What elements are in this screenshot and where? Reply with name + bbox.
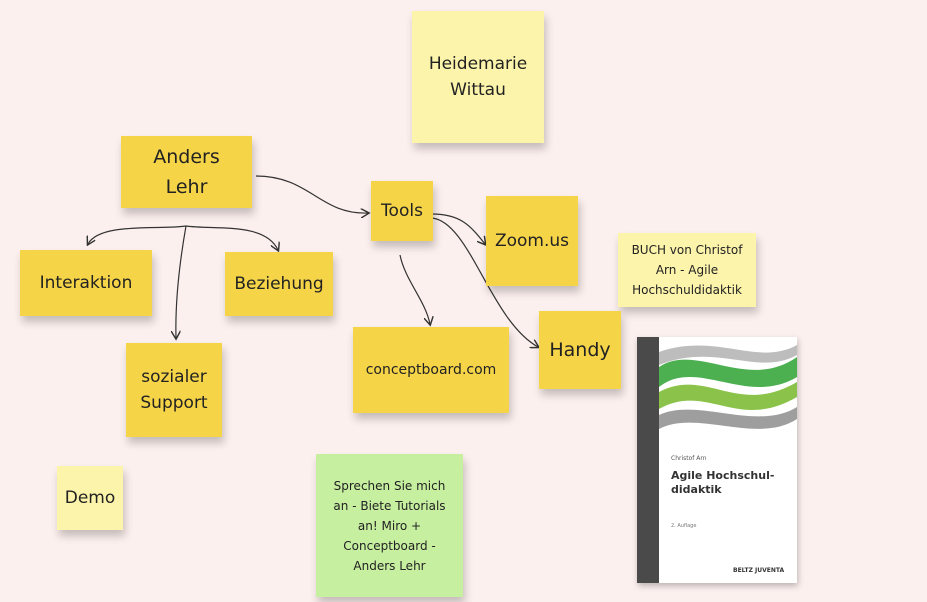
book-publisher: BELTZ JUVENTA <box>733 567 785 574</box>
connector-anderslehr-beziehung <box>185 225 278 250</box>
sticky-note-anders-lehr[interactable]: Anders Lehr <box>121 136 252 208</box>
book-title: Agile Hochschul-didaktik <box>671 469 775 496</box>
sticky-note-text: Interaktion <box>39 273 133 293</box>
sticky-note-text: conceptboard.com <box>365 362 497 378</box>
sticky-note-heidemarie[interactable]: Heidemarie Wittau <box>412 11 544 143</box>
sticky-note-interaktion[interactable]: Interaktion <box>20 250 152 316</box>
sticky-note-text: Heidemarie Wittau <box>428 54 528 100</box>
sticky-note-zoom[interactable]: Zoom.us <box>486 196 578 286</box>
sticky-note-text: BUCH von Christof Arn - Agile Hochschuld… <box>631 243 743 297</box>
connector-anderslehr-sozialer <box>176 225 187 338</box>
sticky-note-text: Zoom.us <box>494 231 570 251</box>
connector-anderslehr-interaktion <box>88 225 187 244</box>
sticky-note-sprechen[interactable]: Sprechen Sie mich an - Biete Tutorials a… <box>316 454 463 597</box>
sticky-note-text: Demo <box>64 488 116 508</box>
sticky-note-text: Sprechen Sie mich an - Biete Tutorials a… <box>333 478 446 573</box>
book-cover-waves <box>659 345 797 429</box>
connector-anderslehr-tools <box>255 175 368 213</box>
connector-tools-conceptboard <box>399 254 430 324</box>
sticky-note-handy[interactable]: Handy <box>539 311 621 389</box>
book-edition: 2. Auflage <box>671 523 697 529</box>
sticky-note-demo[interactable]: Demo <box>57 466 123 530</box>
sticky-note-conceptboard[interactable]: conceptboard.com <box>353 327 509 413</box>
sticky-note-buch[interactable]: BUCH von Christof Arn - Agile Hochschuld… <box>618 233 756 307</box>
sticky-note-text: Tools <box>381 201 423 221</box>
connector-tools-zoom <box>431 213 485 244</box>
sticky-note-text: sozialer Support <box>140 367 208 413</box>
sticky-note-text: Anders Lehr <box>153 146 220 198</box>
sticky-note-sozialer-support[interactable]: sozialer Support <box>126 343 222 437</box>
book-cover-image[interactable]: Christof Arn Agile Hochschul-didaktik 2.… <box>637 337 797 583</box>
sticky-note-text: Handy <box>549 339 611 361</box>
book-spine <box>637 337 659 583</box>
sticky-note-text: Beziehung <box>234 274 324 294</box>
sticky-note-beziehung[interactable]: Beziehung <box>225 252 333 316</box>
sticky-note-tools[interactable]: Tools <box>371 181 433 241</box>
connector-tools-handy <box>431 217 538 347</box>
book-author: Christof Arn <box>671 455 707 462</box>
